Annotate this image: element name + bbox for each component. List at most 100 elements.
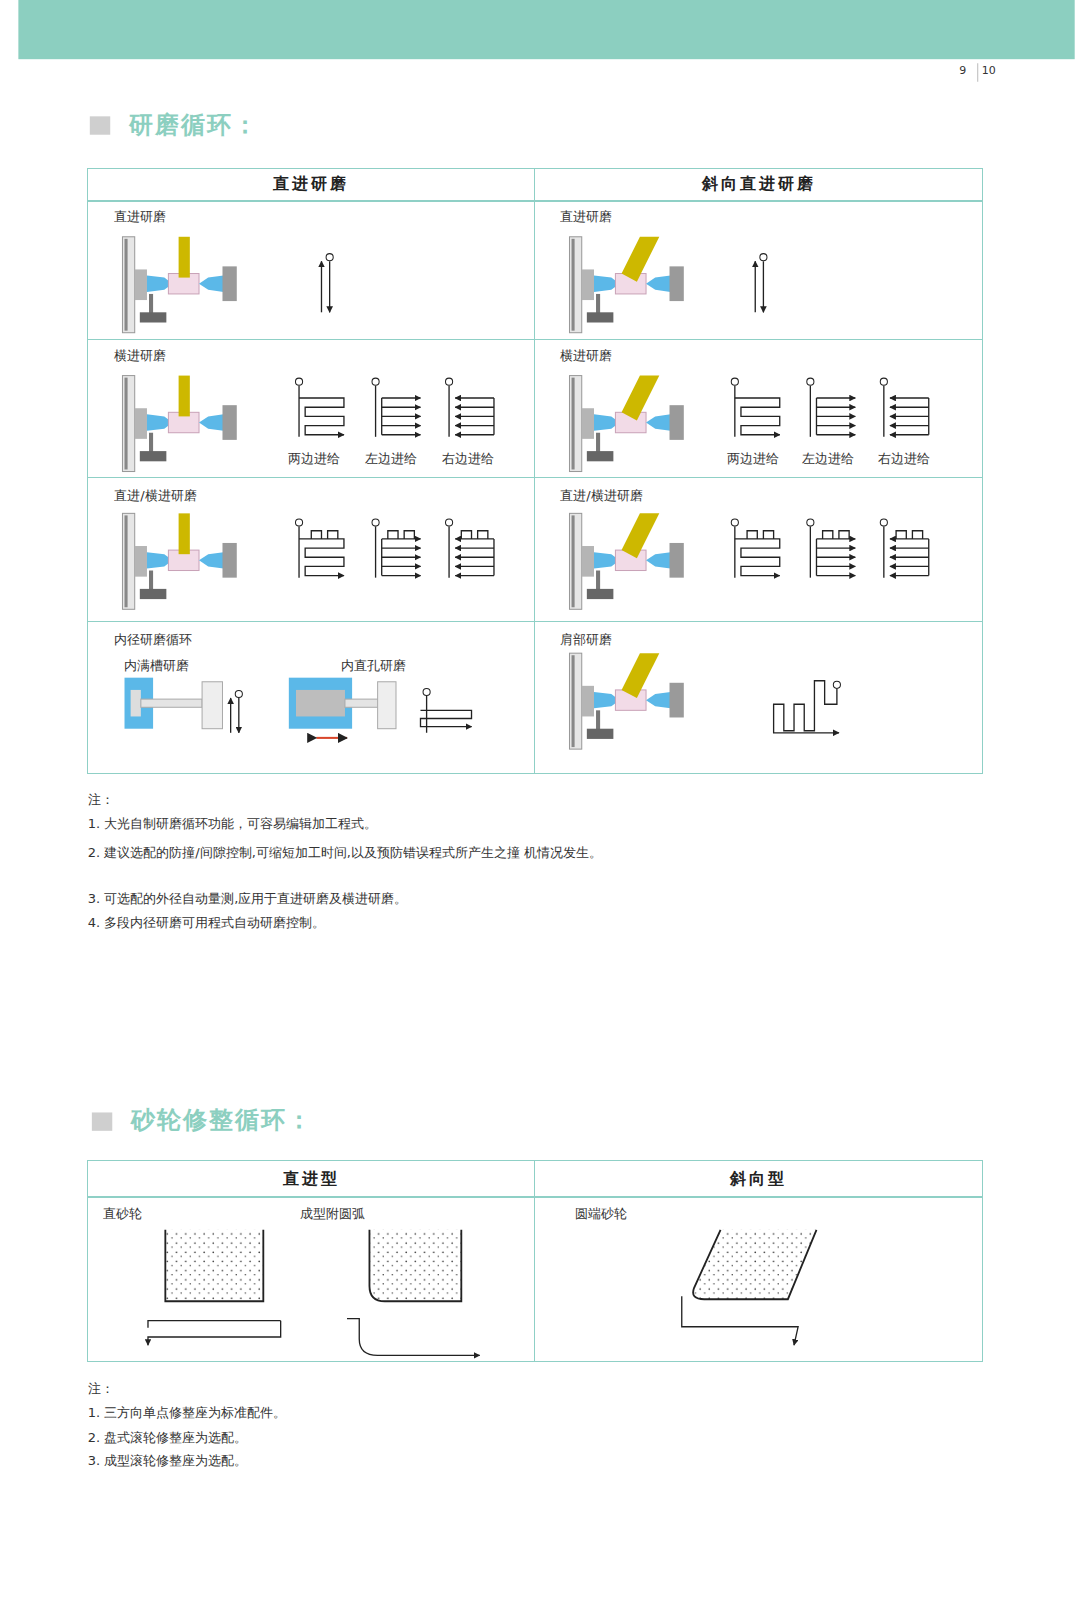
grinding-path — [369, 1230, 461, 1301]
grinding-path — [734, 386, 735, 437]
grinding-path — [455, 397, 494, 398]
table-cell: 圆端砂轮 — [534, 1196, 984, 1362]
grinding-path — [890, 407, 929, 408]
figure-caption: 右边进给 — [878, 451, 930, 467]
grinding-path — [165, 1230, 263, 1301]
grinding-path — [455, 547, 494, 548]
grinding-path — [448, 386, 449, 437]
grinding-path — [763, 531, 773, 539]
grinding-path — [774, 681, 839, 733]
grinding-path — [347, 1319, 480, 1356]
grinding-path — [382, 547, 421, 548]
start-point — [423, 688, 430, 695]
grinding-path — [298, 386, 299, 437]
grinding-path — [455, 416, 494, 417]
table-cell: 直进/横进研磨 — [87, 477, 536, 622]
grinding-path — [816, 425, 855, 426]
grinding-path — [682, 1296, 798, 1345]
cell-title: 圆端砂轮 — [575, 1206, 627, 1222]
table-header-cell: 斜向型 — [534, 1160, 984, 1197]
table-cell: 直进/横进研磨 — [534, 477, 984, 622]
grinding-path — [298, 527, 299, 578]
wheel-figure — [165, 1230, 816, 1301]
figure-caption: 两边进给 — [288, 451, 340, 467]
cell-title: 直进研磨 — [114, 209, 166, 225]
header-band — [18, 0, 1074, 59]
grinding-path — [382, 407, 421, 408]
grinding-path — [299, 398, 344, 435]
grinding-path — [734, 527, 735, 578]
grinding-path — [382, 566, 421, 567]
grinding-path — [735, 398, 780, 435]
start-point — [295, 378, 302, 385]
figure-caption: 内直孔研磨 — [341, 658, 406, 674]
grinding-path — [823, 531, 833, 539]
grinding-path — [238, 698, 239, 733]
table-cell: 肩部研磨 — [534, 621, 984, 775]
page-divider — [977, 63, 978, 81]
table-cell: 直进研磨 — [87, 200, 536, 340]
grinding-path — [816, 434, 855, 435]
grinding-path — [455, 566, 494, 567]
grinding-path — [455, 425, 494, 426]
grinding-path — [883, 527, 884, 578]
table-cell: 直砂轮成型附圆弧 — [87, 1196, 536, 1362]
grinding-path — [890, 547, 929, 548]
table-header-cell: 直进研磨 — [87, 168, 536, 201]
cell-title: 内径研磨循环 — [114, 632, 192, 648]
grinder-figure — [122, 376, 236, 472]
start-point — [731, 378, 738, 385]
grinding-path — [883, 386, 884, 437]
note: 1. 大光自制研磨循环功能，可容易编辑加工程式。 — [88, 816, 378, 833]
grinding-path — [316, 737, 347, 739]
note: 2. 建议选配的防撞/间隙控制,可缩短加工时间,以及预防错误程式所产生之撞 机情… — [88, 841, 614, 865]
grinding-path — [890, 575, 929, 576]
grinding-path — [448, 527, 449, 578]
cell-title: 肩部研磨 — [560, 632, 612, 648]
table-header-cell: 斜向直进研磨 — [534, 168, 984, 201]
cell-title: 横进研磨 — [560, 348, 612, 364]
header-text: 斜向型 — [535, 1161, 983, 1196]
grinding-path — [455, 557, 494, 558]
heading-square — [90, 116, 110, 134]
grinding-path — [455, 407, 494, 408]
grinding-path — [404, 531, 414, 539]
start-point — [731, 519, 738, 526]
start-point — [880, 378, 887, 385]
grinding-path — [455, 434, 494, 435]
cell-title: 直进研磨 — [560, 209, 612, 225]
grinding-path — [755, 261, 756, 312]
grinding-path — [420, 696, 471, 733]
grinding-path — [896, 531, 906, 539]
grinder-figure — [569, 513, 683, 609]
note: 4. 多段内径研磨可用程式自动研磨控制。 — [88, 915, 326, 932]
table-cell: 直进研磨 — [534, 200, 984, 340]
start-point — [295, 519, 302, 526]
grinding-path — [230, 698, 231, 733]
grinding-path — [382, 557, 421, 558]
grinding-path — [382, 575, 421, 576]
grinding-path — [455, 575, 494, 576]
cell-title: 横进研磨 — [114, 348, 166, 364]
grinding-path — [890, 425, 929, 426]
grinding-path — [810, 386, 811, 437]
grinding-path — [375, 386, 376, 437]
grinding-path — [382, 434, 421, 435]
start-point — [807, 519, 814, 526]
section-heading: 砂轮修整循环： — [131, 1105, 313, 1136]
header-text: 直进型 — [88, 1161, 535, 1196]
page-number: 10 — [982, 64, 996, 78]
heading-square — [92, 1112, 112, 1130]
start-point — [326, 254, 333, 261]
grinding-path — [890, 557, 929, 558]
cell-title: 直进/横进研磨 — [560, 488, 642, 504]
grinding-path — [461, 531, 471, 539]
start-point — [445, 378, 452, 385]
grinding-path — [328, 531, 338, 539]
grinding-path — [912, 531, 922, 539]
note-heading: 注： — [88, 1381, 114, 1398]
start-point — [880, 519, 887, 526]
note-heading: 注： — [88, 792, 114, 809]
grinding-path — [890, 416, 929, 417]
